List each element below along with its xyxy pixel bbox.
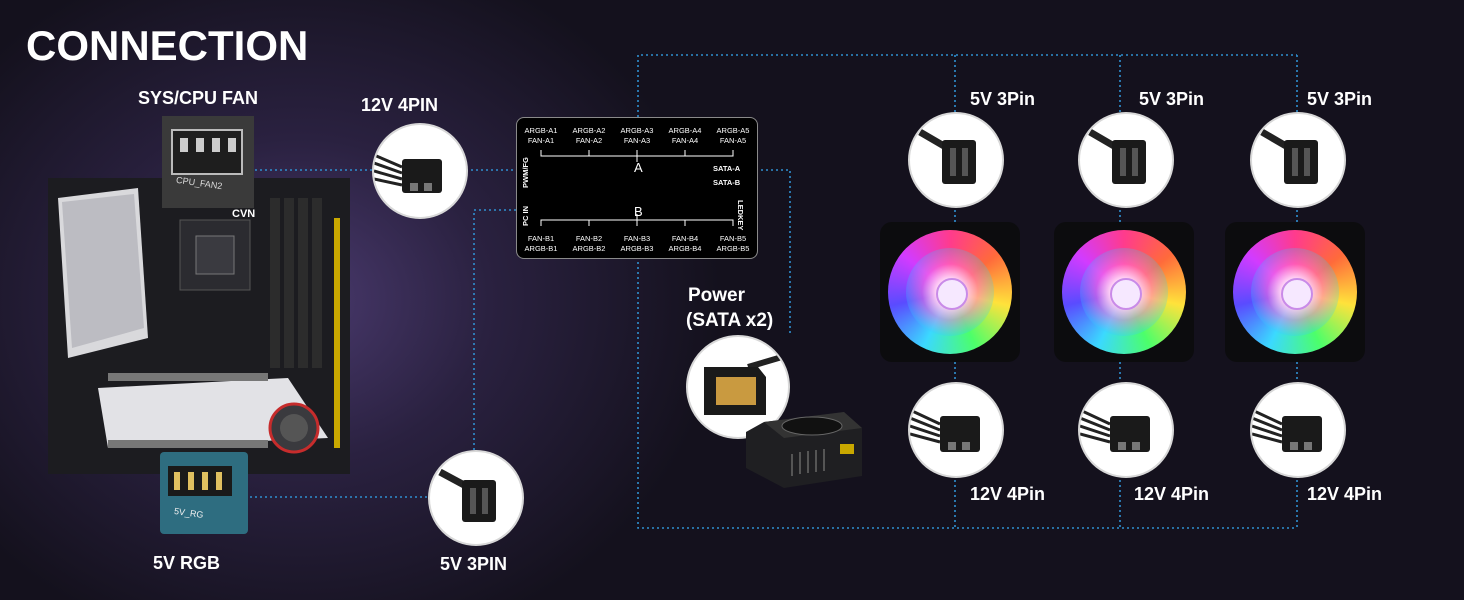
sata-connector-icon — [704, 354, 783, 415]
hub-group-b: B — [634, 204, 643, 219]
label-fan2-12v-4pin: 12V 4Pin — [1134, 484, 1210, 504]
connector-5v-3pin — [428, 450, 524, 546]
rgb-fan-1 — [880, 222, 1020, 362]
line-hub-to-top-bus — [637, 54, 1297, 117]
fan2-3pin-connector — [1078, 112, 1174, 208]
line-hub-to-bottom-bus — [637, 257, 1297, 529]
power-supply — [744, 404, 864, 488]
4pin-connector-icon — [374, 153, 442, 193]
label-sys-cpu-fan: SYS/CPU FAN — [138, 88, 259, 108]
label-fan3-12v-4pin: 12V 4Pin — [1307, 484, 1383, 504]
4pin-connector-icon — [1080, 408, 1150, 452]
fan2-4pin-connector — [1078, 382, 1174, 478]
line-hub-to-power — [756, 169, 791, 335]
3pin-connector-icon — [1088, 128, 1146, 184]
fan3-4pin-connector — [1250, 382, 1346, 478]
hub-sata-a: SATA-A — [713, 164, 741, 173]
motherboard: CVN — [48, 178, 350, 474]
rgb-header-zoom: 5V_RG — [160, 452, 248, 534]
hub-pwm-fg: PWM/FG — [521, 157, 530, 188]
fan3-3pin-connector — [1250, 112, 1346, 208]
label-5v-rgb: 5V RGB — [153, 553, 221, 573]
hub-sata-b: SATA-B — [713, 178, 741, 187]
label-power: Power — [688, 285, 746, 306]
rgb-fan-2 — [1054, 222, 1194, 362]
connector-12v-4pin — [372, 123, 468, 219]
label-fan2-5v-3pin: 5V 3Pin — [1139, 89, 1205, 109]
label-fan1-12v-4pin: 12V 4Pin — [970, 484, 1046, 504]
fan1-3pin-connector — [908, 112, 1004, 208]
3pin-connector-icon — [1260, 128, 1318, 184]
page-title: CONNECTION — [26, 22, 309, 69]
psu-icon — [746, 412, 862, 488]
label-5v-3pin: 5V 3PIN — [440, 554, 508, 574]
3pin-connector-icon — [918, 128, 976, 184]
hub-group-a: A — [634, 160, 643, 175]
3pin-connector-icon — [438, 468, 496, 522]
hub-bus-lines — [540, 150, 734, 226]
4pin-connector-icon — [1252, 408, 1322, 452]
label-power-sata: (SATA x2) — [686, 310, 774, 331]
label-12v-4pin: 12V 4PIN — [361, 95, 439, 115]
hub-ledkey: LEDKEY — [736, 200, 745, 231]
cpu-fan-header-zoom: CPU_FAN2 — [162, 116, 254, 208]
hub-pc-in: PC IN — [521, 205, 530, 226]
label-fan1-5v-3pin: 5V 3Pin — [970, 89, 1036, 109]
label-fan3-5v-3pin: 5V 3Pin — [1307, 89, 1373, 109]
4pin-connector-icon — [910, 408, 980, 452]
motherboard-brand: CVN — [232, 208, 256, 220]
fan1-4pin-connector — [908, 382, 1004, 478]
rgb-fan-3 — [1225, 222, 1365, 362]
line-3pin-to-hub — [473, 209, 516, 450]
